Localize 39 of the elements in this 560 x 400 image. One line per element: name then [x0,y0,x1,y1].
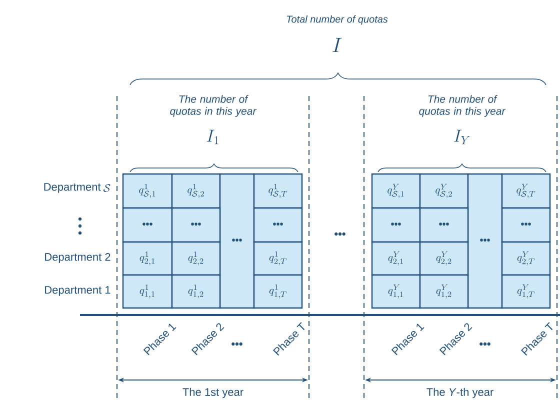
grid-cell: $q^{Y}_{2,1}$ [371,241,421,276]
grid-cell: $q^{1}_{2,1}$ [122,241,173,276]
grid-cell: $q^{1}_{2,T}$ [253,241,303,276]
grid-cell: ••• [371,207,421,243]
department-label: Department 2 [45,253,110,263]
grid-cell: $q^{1}_{\mathcal{S},T}$ [253,173,303,209]
grid-cell: ••• [122,207,173,243]
ellipsis: ••• [480,342,490,346]
grid-cell: $q^{Y}_{1,2}$ [419,274,469,309]
ellipsis: ••• [334,232,346,236]
ellipsis: ••• [232,342,242,346]
department-label: Department [44,183,101,193]
grid-cell: $q^{1}_{2,2}$ [171,241,221,276]
grid-cell: ••• [419,207,469,243]
grid-cell: $q^{Y}_{2,2}$ [419,241,469,276]
grid-cell: $q^{1}_{\mathcal{S},2}$ [171,173,221,209]
department-symbol: $\mathcal{S}$ [103,184,110,192]
grid-cell: $q^{Y}_{2,T}$ [501,241,551,276]
grid-cell: ••• [501,207,551,243]
grid-cell: ••• [253,207,303,243]
year-label: The number of quotas in this year [170,95,257,117]
grid-cell: $q^{1}_{1,T}$ [253,274,303,309]
grid-cell: $q^{Y}_{\mathcal{S},2}$ [419,173,469,209]
grid-cell: $q^{Y}_{1,1}$ [371,274,421,309]
department-label: Department 1 [45,286,110,296]
formula-label: $I_{Y}$ [454,130,470,144]
year-label: The number of quotas in this year [419,95,506,117]
year-label: The Y-th year [426,388,494,398]
total-label: Total number of quotas [286,15,388,25]
grid-cell: $q^{1}_{\mathcal{S},1}$ [122,173,173,209]
grid-cell: $q^{1}_{1,1}$ [122,274,173,309]
grid-cell: $q^{Y}_{1,T}$ [501,274,551,309]
grid-cell: ••• [171,207,221,243]
year-label: The 1st year [182,388,244,398]
grid-cell: $q^{Y}_{\mathcal{S},T}$ [501,173,551,209]
formula-label: $I_{1}$ [206,130,218,144]
grid-cell: $q^{1}_{1,2}$ [171,274,221,309]
formula-label: $I$ [332,38,342,52]
grid-cell: $q^{Y}_{\mathcal{S},1}$ [371,173,421,209]
